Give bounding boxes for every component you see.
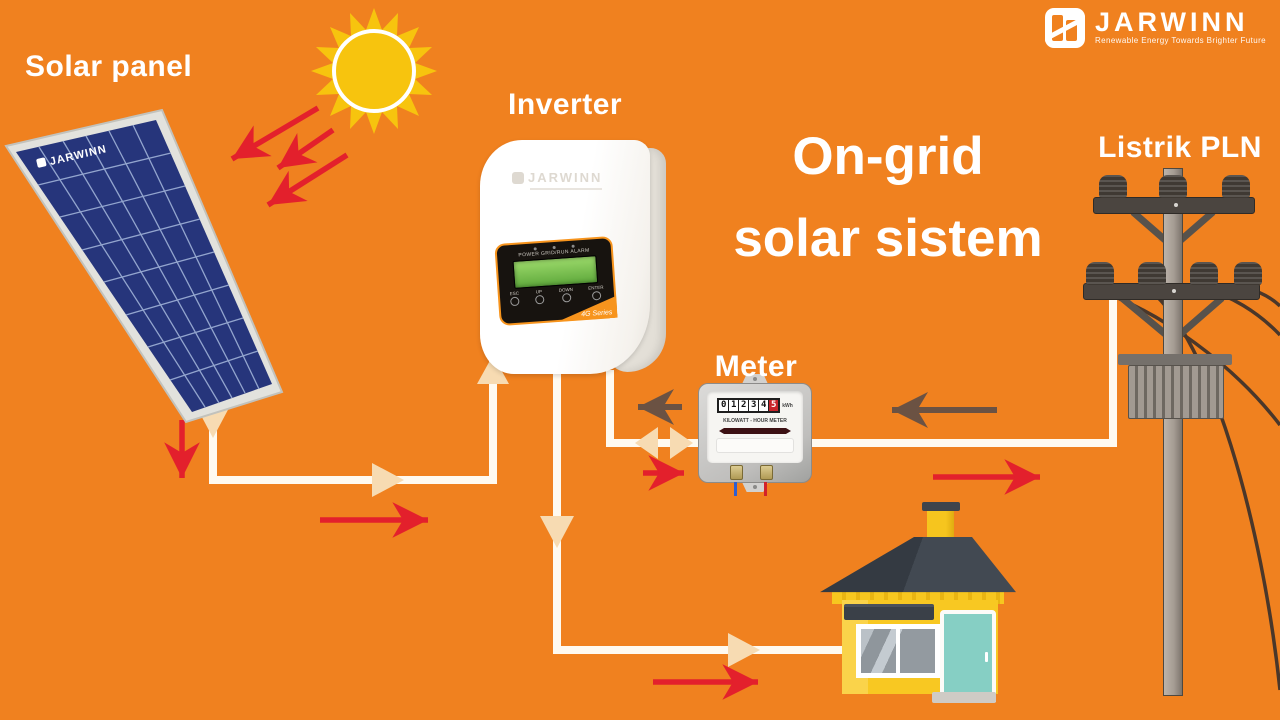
meter-rotor-disc: [719, 428, 791, 434]
insulator: [1086, 262, 1114, 285]
inverter-body: JARWINN POWER GRID/RUN ALARM ESC UP DOWN…: [480, 140, 650, 374]
meter-digit: 4: [759, 400, 769, 411]
meter-digit-tenths: 5: [769, 400, 779, 411]
window-awning: [844, 604, 934, 620]
down-button-label: DOWN: [558, 286, 574, 293]
meter-terminal-left: [730, 465, 743, 480]
meter-digit: 3: [749, 400, 759, 411]
pole-crossarm-lower: [1083, 283, 1260, 300]
sun-icon: [311, 8, 437, 134]
door-handle: [985, 652, 988, 662]
door-step: [932, 692, 996, 703]
brand-logo: JARWINN Renewable Energy Towards Brighte…: [1044, 7, 1266, 48]
sun-to-panel-arrows: [230, 105, 349, 208]
title-line-1: On-grid: [792, 127, 984, 186]
insulator: [1138, 262, 1166, 285]
inverter-brand-icon: [512, 171, 524, 184]
transformer: [1128, 365, 1224, 419]
meter-digit: 1: [729, 400, 739, 411]
insulator: [1190, 262, 1218, 285]
page-title: On-grid solar sistem: [692, 116, 1084, 280]
meter-terminal-right: [760, 465, 773, 480]
insulator: [1234, 262, 1262, 285]
insulator: [1099, 175, 1127, 198]
up-button-label: UP: [535, 289, 543, 295]
brown-flow-arrows: [638, 389, 997, 428]
meter-wire-red: [764, 482, 767, 496]
meter-nameplate: [716, 438, 794, 453]
house: [818, 502, 1018, 704]
meter-register: 0 1 2 3 4 5 kWh: [711, 398, 799, 413]
house-door: [940, 610, 996, 702]
jarwinn-logo-icon: [1044, 8, 1085, 48]
cream-arrowheads: [196, 355, 760, 667]
logo-name: JARWINN: [1094, 7, 1249, 37]
transformer-bracket: [1118, 354, 1232, 365]
grid-label: Listrik PLN: [1098, 131, 1262, 164]
meter-mount-tab-top: [742, 374, 768, 384]
inverter-lcd-screen: [512, 255, 599, 289]
meter-label: Meter: [714, 350, 798, 383]
inverter-control-panel: POWER GRID/RUN ALARM ESC UP DOWN ENTER 4…: [494, 235, 618, 327]
inverter: JARWINN POWER GRID/RUN ALARM ESC UP DOWN…: [480, 140, 672, 382]
meter-digit: 2: [739, 400, 749, 411]
meter-face: 0 1 2 3 4 5 kWh KILOWATT - HOUR METER: [707, 391, 803, 463]
solar-panel: JARWINN: [4, 108, 284, 424]
house-window: [856, 624, 940, 678]
meter-caption: KILOWATT - HOUR METER: [723, 418, 787, 424]
inverter-label: Inverter: [508, 88, 623, 121]
red-flow-arrows: [164, 420, 1040, 700]
line-meter-to-grid: [810, 294, 1117, 447]
meter-unit: kWh: [782, 402, 793, 409]
logo-tagline: Renewable Energy Towards Brighter Future: [1094, 36, 1266, 45]
utility-pole: [1080, 148, 1280, 698]
chimney: [927, 511, 954, 541]
meter-digit: 0: [719, 400, 729, 411]
pole-mast: [1163, 168, 1183, 696]
kwh-meter: 0 1 2 3 4 5 kWh KILOWATT - HOUR METER: [698, 374, 812, 496]
enter-button-label: ENTER: [588, 284, 604, 291]
chimney-cap: [922, 502, 960, 511]
down-button: [561, 293, 572, 303]
title-line-2: solar sistem: [733, 209, 1043, 268]
insulator: [1222, 175, 1250, 198]
enter-button: [591, 290, 602, 301]
inverter-brand: JARWINN: [512, 170, 602, 185]
esc-button: [510, 296, 520, 307]
pole-crossarm-top: [1093, 197, 1255, 214]
solar-panel-label: Solar panel: [25, 50, 193, 83]
up-button: [534, 294, 545, 305]
meter-mount-tab-bottom: [742, 482, 768, 492]
insulator: [1159, 175, 1187, 198]
esc-button-label: ESC: [509, 290, 520, 297]
inverter-brand-text: JARWINN: [528, 170, 603, 185]
inverter-brand-tagline-rule: [530, 188, 602, 190]
meter-wire-blue: [734, 482, 737, 496]
house-roof: [820, 536, 1016, 593]
